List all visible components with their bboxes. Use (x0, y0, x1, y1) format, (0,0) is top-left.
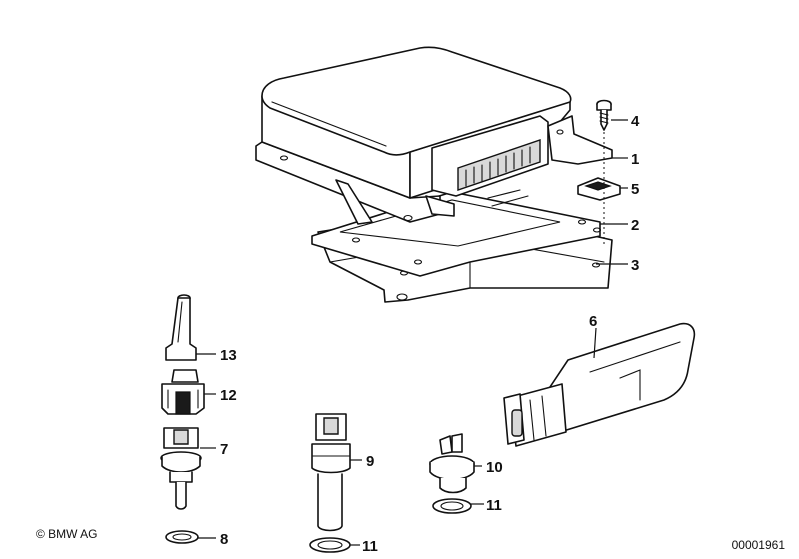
part-sealing-ring-8[interactable] (165, 530, 199, 544)
part-temperature-sensor-9[interactable] (311, 413, 351, 532)
callout-labels: 1 2 3 4 5 6 7 8 9 10 11 11 12 13 (220, 113, 640, 555)
callout-8: 8 (220, 531, 228, 548)
callout-9: 9 (366, 453, 374, 470)
callout-4: 4 (631, 113, 640, 130)
callout-3: 3 (631, 257, 639, 274)
part-rubber-boot[interactable] (165, 294, 197, 361)
callout-11-right: 11 (486, 497, 502, 514)
part-harness-connector[interactable] (503, 322, 696, 447)
callout-12: 12 (220, 387, 237, 404)
copyright-text: © BMW AG (36, 527, 98, 541)
callout-11-lower: 11 (362, 538, 378, 555)
part-connector-plug[interactable] (161, 369, 205, 415)
part-temperature-switch-10[interactable] (429, 433, 475, 494)
diagram-number: 00001961 (731, 538, 785, 552)
part-temperature-sensor-7[interactable] (160, 427, 202, 510)
part-sealing-ring-11-right[interactable] (432, 498, 472, 514)
part-control-unit[interactable] (255, 46, 613, 225)
leader-lines (196, 119, 628, 546)
callout-10: 10 (486, 459, 503, 476)
callout-13: 13 (220, 347, 237, 364)
callout-5: 5 (631, 181, 639, 198)
part-mounting-plate[interactable] (311, 191, 602, 277)
part-screw[interactable] (596, 99, 612, 131)
callout-2: 2 (631, 217, 639, 234)
callout-6: 6 (589, 313, 597, 330)
part-sealing-ring-11-lower[interactable] (309, 537, 351, 553)
callout-7: 7 (220, 441, 228, 458)
part-clip-nut[interactable] (577, 177, 621, 201)
callout-1: 1 (631, 151, 639, 168)
